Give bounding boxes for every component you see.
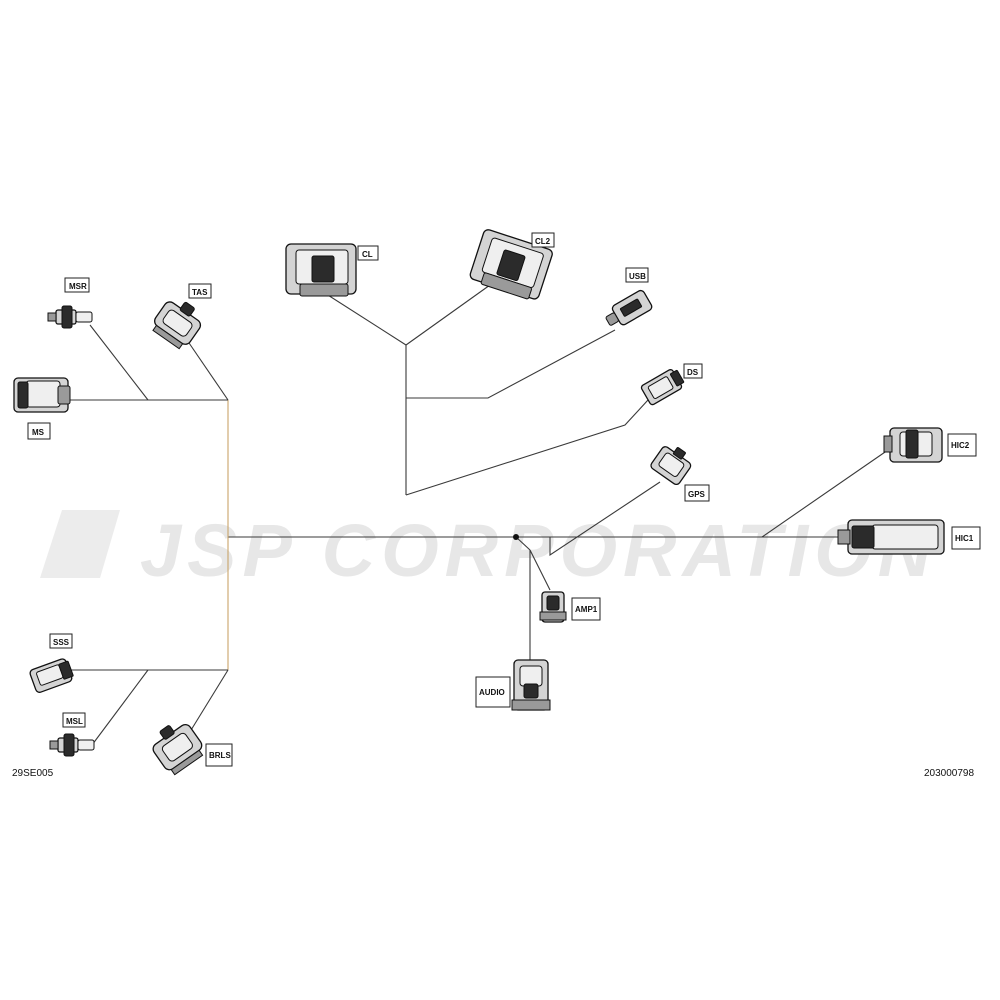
harness-wires <box>62 284 889 746</box>
ds-label-box <box>683 363 703 379</box>
hic1-label: HIC1 <box>955 534 974 543</box>
gps-connector-icon <box>650 446 692 486</box>
connector-amp1[interactable]: AMP1 <box>539 591 601 623</box>
msl-wire <box>91 669 149 746</box>
connector-cl[interactable]: CL <box>285 243 379 297</box>
connector-sss[interactable]: SSS <box>29 633 75 693</box>
sss-label: SSS <box>53 638 70 647</box>
brls-label: BRLS <box>209 751 231 760</box>
brls-label-box <box>205 743 233 767</box>
msl-connector-icon <box>49 733 95 757</box>
cl-label: CL <box>362 250 373 259</box>
msr-label: MSR <box>69 282 87 291</box>
reference-code-right: 203000798 <box>924 768 974 779</box>
tas-label: TAS <box>192 288 208 297</box>
hic2-connector-icon <box>883 427 943 463</box>
audio-label: AUDIO <box>479 688 505 697</box>
sss-label-box <box>49 633 73 649</box>
cl-connector-icon <box>285 243 357 297</box>
connector-cl2[interactable]: CL2 <box>468 229 555 303</box>
tas-label-box <box>188 283 212 299</box>
hic2-wire <box>761 449 889 538</box>
ms-label-box <box>27 422 51 440</box>
usb-label-box <box>625 267 649 283</box>
connector-hic1[interactable]: HIC1 <box>837 519 981 555</box>
amp1-label: AMP1 <box>575 605 598 614</box>
ds-wire <box>405 399 649 496</box>
sss-connector-icon <box>29 658 74 693</box>
splice-point-icon <box>513 534 519 540</box>
ms-connector-icon <box>13 377 71 413</box>
watermark-text: JSP CORPORATION <box>140 509 937 592</box>
tas-wire <box>186 339 229 401</box>
hic1-connector-icon <box>837 519 945 555</box>
watermark-logo-icon <box>40 510 120 578</box>
ms-label: MS <box>32 428 45 437</box>
connector-ms[interactable]: MS <box>13 377 71 440</box>
ds-connector-icon <box>640 369 685 406</box>
amp1-label-box <box>571 597 601 621</box>
connector-msl[interactable]: MSL <box>49 712 95 757</box>
msr-connector-icon <box>47 305 93 329</box>
msr-wire <box>89 324 149 401</box>
hic2-label-box <box>947 433 977 457</box>
audio-label-box <box>475 676 511 708</box>
usb-label: USB <box>629 272 646 281</box>
connector-msr[interactable]: MSR <box>47 277 93 329</box>
audio-connector-icon <box>511 659 551 711</box>
gps-label: GPS <box>688 490 706 499</box>
ds-label: DS <box>687 368 699 377</box>
reference-code-left: 29SE005 <box>12 768 54 779</box>
cl2-wire <box>405 284 491 346</box>
brls-wire <box>187 669 229 736</box>
amp1-wire <box>529 549 551 591</box>
amp1-connector-icon <box>539 591 567 623</box>
connector-usb[interactable]: USB <box>602 267 653 331</box>
splice-wire <box>515 536 531 551</box>
cl-label-box <box>357 245 379 261</box>
connector-tas[interactable]: TAS <box>149 283 212 352</box>
connector-audio[interactable]: AUDIO <box>475 659 551 711</box>
usb-connector-icon <box>605 289 653 326</box>
usb-wire <box>406 329 616 399</box>
connector-ds[interactable]: DS <box>640 363 703 406</box>
msl-label-box <box>62 712 86 728</box>
gps-wire <box>549 481 661 557</box>
msr-label-box <box>64 277 90 293</box>
hic2-label: HIC2 <box>951 441 970 450</box>
brls-connector-icon <box>152 723 204 776</box>
hic1-label-box <box>951 526 981 550</box>
cl2-label-box <box>531 232 555 248</box>
connector-brls[interactable]: BRLS <box>146 716 233 777</box>
watermark: JSP CORPORATION <box>40 509 937 592</box>
connector-hic2[interactable]: HIC2 <box>883 427 977 463</box>
msl-label: MSL <box>66 717 83 726</box>
tas-connector-icon <box>152 301 202 350</box>
connector-gps[interactable]: GPS <box>649 440 710 502</box>
cl-wire <box>319 289 407 346</box>
gps-label-box <box>684 484 710 502</box>
cl2-label: CL2 <box>535 237 551 246</box>
